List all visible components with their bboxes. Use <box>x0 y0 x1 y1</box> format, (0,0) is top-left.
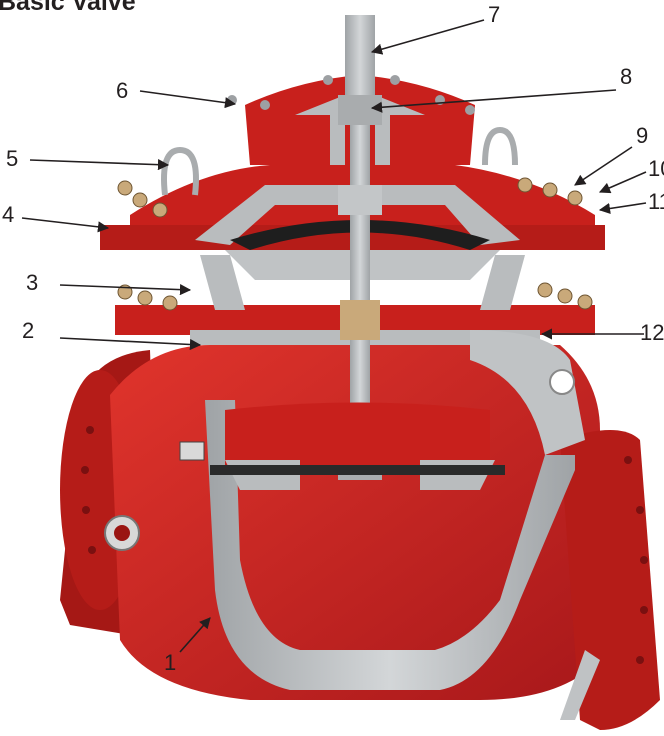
callout-label-4: 4 <box>2 204 14 226</box>
callout-label-6: 6 <box>116 80 128 102</box>
callout-label-12: 12 <box>640 322 664 344</box>
callout-line-2 <box>60 338 200 345</box>
callout-label-3: 3 <box>26 272 38 294</box>
callout-label-10: 10 <box>648 158 664 180</box>
callout-line-10 <box>600 172 646 192</box>
callout-line-6 <box>140 91 235 104</box>
callout-label-7: 7 <box>488 4 500 26</box>
callout-label-11: 11 <box>648 191 664 213</box>
callout-label-8: 8 <box>620 66 632 88</box>
callout-line-4 <box>22 218 108 228</box>
callout-label-5: 5 <box>6 148 18 170</box>
callout-line-7 <box>372 20 484 52</box>
callout-line-5 <box>30 160 168 165</box>
callout-label-2: 2 <box>22 320 34 342</box>
callout-label-9: 9 <box>636 125 648 147</box>
callout-label-1: 1 <box>164 652 176 674</box>
callout-line-9 <box>575 147 632 185</box>
callout-line-11 <box>600 203 646 210</box>
